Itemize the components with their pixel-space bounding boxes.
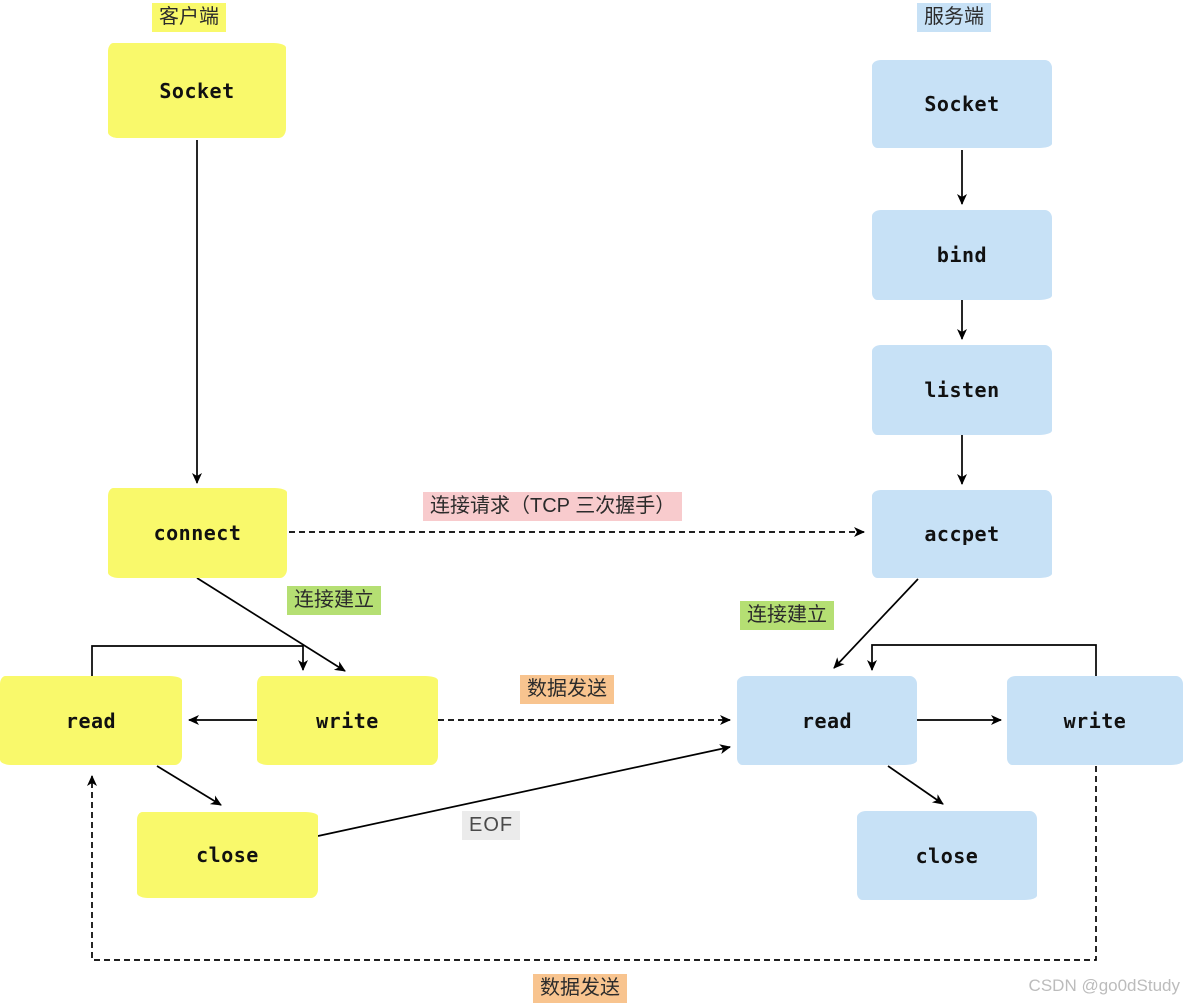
connection-established-client-label: 连接建立	[287, 586, 381, 615]
connection-established-server-label: 连接建立	[740, 601, 834, 630]
server-listen-box: listen	[872, 345, 1052, 435]
server-header-label: 服务端	[917, 3, 991, 32]
client-write-box: write	[257, 676, 438, 765]
server-bind-box: bind	[872, 210, 1052, 300]
eof-label: EOF	[462, 811, 521, 840]
server-write-box: write	[1007, 676, 1183, 765]
client-socket-box: Socket	[108, 43, 286, 138]
client-connect-box: connect	[108, 488, 287, 578]
server-read-box: read	[737, 676, 917, 765]
data-send-bottom-label: 数据发送	[533, 974, 627, 1003]
client-header-label: 客户端	[152, 3, 226, 32]
server-accept-box: accpet	[872, 490, 1052, 578]
csdn-watermark: CSDN @go0dStudy	[1028, 976, 1180, 995]
server-close-box: close	[857, 811, 1037, 900]
client-read-box: read	[0, 676, 182, 765]
server-socket-box: Socket	[872, 60, 1052, 148]
handshake-label: 连接请求（TCP 三次握手）	[423, 492, 683, 521]
data-send-mid-label: 数据发送	[520, 675, 614, 704]
client-close-box: close	[137, 812, 318, 898]
